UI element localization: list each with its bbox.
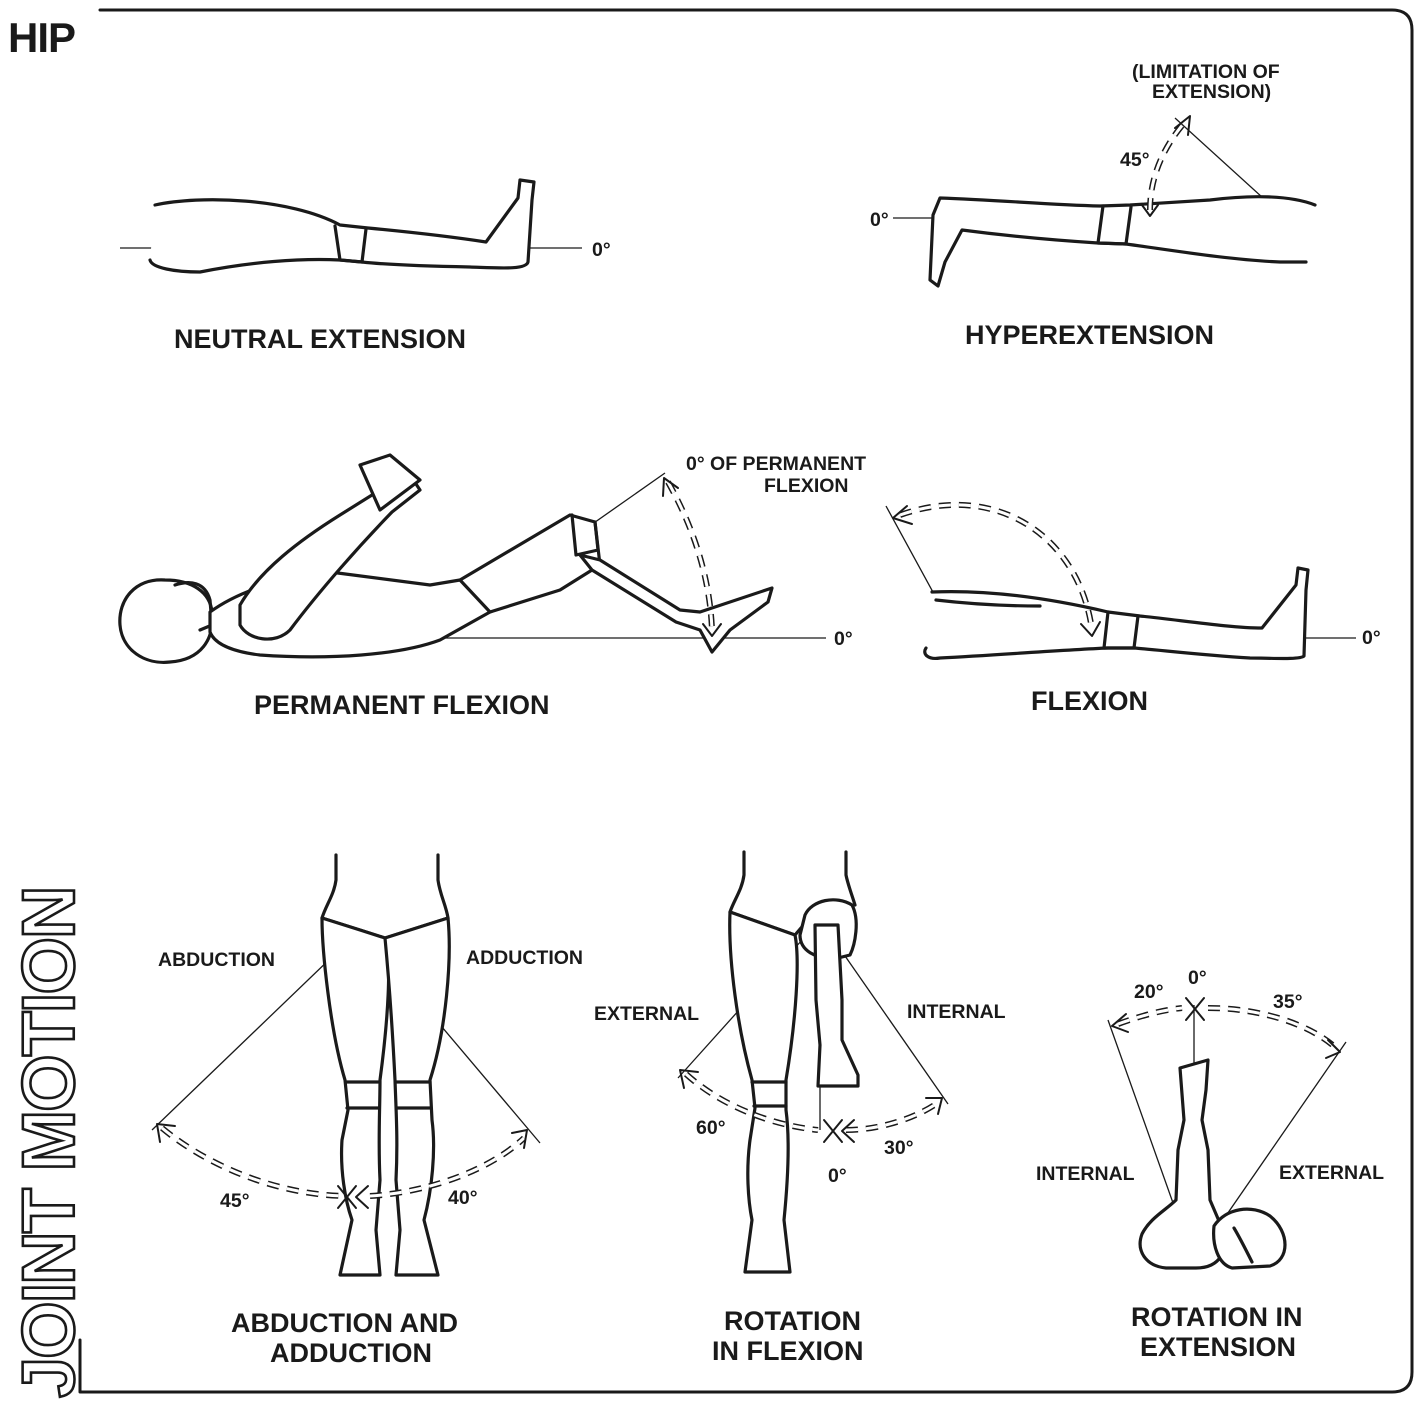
panel-rotation-flexion: EXTERNAL INTERNAL 60° 30° 0° ROTATION IN… [594,850,1006,1366]
hip-band [1102,610,1140,650]
motion-arc-abduction-inner [161,1126,347,1198]
figure-leg-extension [1138,1058,1227,1270]
angle-label-35: 35° [1273,991,1303,1013]
side-label-joint-motion: JOINT MOTION [7,888,90,1398]
motion-arc-flexion-inner [899,503,1094,631]
panel-title-hyperextension: HYPEREXTENSION [965,320,1214,350]
angle-label-30: 30° [884,1137,914,1159]
arrowhead-right-icon [925,1097,943,1115]
panel-flexion: 0° FLEXION [885,502,1381,716]
arrowhead-left-icon [892,505,913,525]
page-frame [78,8,1414,1394]
arrowhead-right-icon [511,1129,528,1149]
note-permanent-line2: FLEXION [764,475,849,497]
arrowhead-left-icon [1111,1013,1129,1033]
note-limitation-line2: EXTENSION) [1152,81,1271,103]
label-adduction: ADDUCTION [466,947,583,969]
figure-face [173,581,214,632]
note-limitation-line1: (LIMITATION OF [1132,61,1280,83]
arrowhead-down-icon [702,623,722,637]
label-abduction: ABDUCTION [158,949,275,971]
figure-knee-band [570,513,600,557]
motion-arc-abduction [160,1125,347,1199]
origin-cross-icon [337,1185,369,1209]
figure-flexed-shin [813,923,860,1088]
label-external: EXTERNAL [594,1003,699,1025]
figure-head [118,578,214,664]
page-title: HIP [8,14,75,61]
panel-title-abduction-adduction-line2: ADDUCTION [270,1338,432,1368]
motion-arc-external-inner [684,1072,819,1132]
arrowhead-down-icon [1141,204,1159,217]
motion-arc-external-inner [1207,1006,1338,1050]
panel-title-rotation-extension-line1: ROTATION IN [1131,1302,1302,1332]
motion-arc-adduction [369,1135,527,1199]
figure-forearm [358,453,422,512]
panel-title-abduction-adduction-line1: ABDUCTION AND [231,1308,458,1338]
label-external: EXTERNAL [1279,1162,1384,1184]
arrowhead-left-icon [156,1123,176,1143]
figure-standing-leg [728,910,799,1274]
panel-permanent-flexion: 0° OF PERMANENT FLEXION 0° PERMANENT FLE… [118,453,866,720]
figure-hyperextension [928,195,1317,288]
arrowhead-up-icon [662,477,679,497]
figure-right-leg [383,916,451,1277]
panel-rotation-extension: INTERNAL EXTERNAL 20° 0° 35° ROTATION IN… [1036,967,1384,1362]
angle-label-0: 0° [828,1165,847,1187]
arrowhead-right-icon [1325,1039,1341,1059]
panel-title-rotation-flexion-line1: ROTATION [724,1306,861,1336]
arrowhead-left-icon [679,1069,699,1089]
angle-label-0: 0° [1188,967,1207,989]
panel-hyperextension: (LIMITATION OF EXTENSION) 45° 0° HYPEREX… [870,61,1317,350]
origin-cross-icon [1185,997,1205,1021]
arrowhead-up-icon [1174,115,1191,136]
hip-band [1096,204,1133,246]
panel-title-flexion: FLEXION [1031,686,1148,716]
hip-band [333,224,368,264]
figure-flexion [923,566,1310,661]
angle-label-0: 0° [870,209,889,231]
motion-arc-external [1207,1005,1339,1051]
angle-label-0: 0° [1362,627,1381,649]
label-internal: INTERNAL [907,1001,1006,1023]
left-knee-band [344,1080,380,1110]
panel-title-permanent-flexion: PERMANENT FLEXION [254,690,550,720]
figure-neutral-extension [148,178,536,274]
label-internal: INTERNAL [1036,1163,1135,1185]
figure-shin [578,553,774,654]
angle-label-45: 45° [220,1190,250,1212]
panel-abduction-adduction: ABDUCTION ADDUCTION 45° 40° ABDUCTION AN… [151,853,583,1368]
angle-label-20: 20° [1134,981,1164,1003]
panel-neutral-extension: 0° NEUTRAL EXTENSION [120,178,611,354]
figure-thigh [458,513,602,614]
angle-label-45: 45° [1120,149,1150,171]
panel-title-neutral-extension: NEUTRAL EXTENSION [174,324,466,354]
arrowhead-down-icon [1080,621,1101,637]
figure-flexion-back [934,598,1042,608]
panel-title-rotation-extension-line2: EXTENSION [1140,1332,1296,1362]
figure-left-leg [320,916,391,1277]
panel-title-rotation-flexion-line2: IN FLEXION [712,1336,864,1366]
knee-band [750,1080,788,1108]
motion-arc-extension [1147,120,1188,211]
origin-cross-icon [823,1119,855,1143]
motion-arc-extension-inner [1148,121,1187,211]
angle-label-60: 60° [696,1117,726,1139]
motion-arc-adduction-inner [369,1136,526,1198]
figure-arm [238,473,422,641]
angle-label-0: 0° [834,628,853,650]
angle-label-40: 40° [448,1187,478,1209]
angle-label-0: 0° [592,239,611,261]
motion-arc-internal-inner [845,1102,937,1132]
figure-foot [1212,1207,1287,1270]
note-permanent-line1: 0° OF PERMANENT [686,453,866,475]
figure-foot-detail [1232,1226,1254,1264]
right-knee-band [394,1080,432,1110]
motion-arc-internal [845,1101,938,1133]
motion-arc-internal-inner [1117,1006,1183,1026]
